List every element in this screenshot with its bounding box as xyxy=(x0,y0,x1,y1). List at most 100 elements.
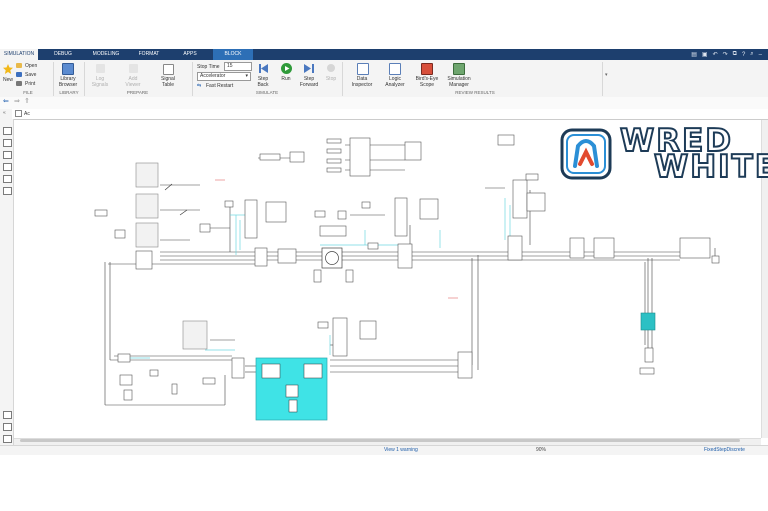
undo-icon[interactable]: ↶ xyxy=(712,52,718,58)
scope-block[interactable] xyxy=(265,201,287,223)
mux-block[interactable] xyxy=(349,137,371,177)
copy-icon[interactable]: ⧉ xyxy=(732,51,737,57)
subsystem-block[interactable] xyxy=(135,162,159,188)
scrollbar-thumb[interactable] xyxy=(20,439,740,442)
sensor-block[interactable] xyxy=(345,269,354,283)
search-icon[interactable]: ⌕ xyxy=(750,51,754,57)
bus-block[interactable] xyxy=(457,351,473,379)
zoom-icon[interactable] xyxy=(3,127,12,135)
constant-block[interactable] xyxy=(525,173,539,181)
run-button[interactable]: Run xyxy=(281,76,291,82)
subsystem-block[interactable] xyxy=(135,222,159,248)
transformer-block[interactable] xyxy=(569,237,585,259)
help-icon[interactable]: ? xyxy=(741,51,746,58)
breaker-block[interactable] xyxy=(593,237,615,259)
bus-block[interactable] xyxy=(254,247,268,267)
constant-block[interactable] xyxy=(202,377,216,385)
load-block[interactable] xyxy=(679,237,711,259)
display-block[interactable] xyxy=(497,134,515,146)
display-block[interactable] xyxy=(289,151,305,163)
warning-link[interactable]: View 1 warning xyxy=(384,447,418,453)
property-icon[interactable] xyxy=(3,423,12,431)
print-button[interactable]: Print xyxy=(25,81,36,87)
forward-arrow-icon[interactable]: ⇒ xyxy=(14,98,20,105)
scope-block[interactable] xyxy=(419,198,439,220)
mux-block[interactable] xyxy=(332,317,348,357)
tab-modeling[interactable]: MODELING xyxy=(92,51,120,57)
machine-block[interactable] xyxy=(321,247,343,269)
save-button[interactable]: Save xyxy=(25,72,37,78)
back-arrow-icon[interactable]: ⇐ xyxy=(3,98,9,105)
inverter-bridge[interactable] xyxy=(261,363,281,379)
dc-source-block[interactable] xyxy=(123,389,133,401)
scope-block[interactable] xyxy=(359,320,377,340)
constant-block[interactable] xyxy=(114,229,126,239)
save-quick-icon[interactable]: ▣ xyxy=(701,52,708,58)
constant-block[interactable] xyxy=(117,353,131,363)
constant-block[interactable] xyxy=(259,153,281,161)
constant-block[interactable] xyxy=(361,201,371,209)
constant-block[interactable] xyxy=(317,321,329,329)
minimize-icon[interactable]: – xyxy=(758,51,762,58)
toolbar-icon[interactable]: ▤ xyxy=(691,52,697,58)
vertical-scrollbar[interactable] xyxy=(761,120,768,438)
bus-block[interactable] xyxy=(397,243,413,269)
constant-block[interactable] xyxy=(326,148,342,154)
up-arrow-icon[interactable]: ⇑ xyxy=(24,98,30,105)
open-button[interactable]: Open xyxy=(25,63,38,69)
ground-block[interactable] xyxy=(711,255,720,264)
stop-time-input[interactable]: 15 xyxy=(224,62,252,71)
scope-block[interactable] xyxy=(526,192,546,212)
mux-block[interactable] xyxy=(244,199,258,239)
constant-block[interactable] xyxy=(314,210,326,218)
new-button[interactable]: New xyxy=(3,77,14,83)
expand-palette-icon[interactable] xyxy=(3,435,12,443)
tab-block[interactable]: BLOCK xyxy=(213,49,253,60)
mux-block[interactable] xyxy=(512,179,528,219)
constant-block[interactable] xyxy=(94,209,108,217)
fit-view-icon[interactable] xyxy=(3,139,12,147)
solver-link[interactable]: FixedStepDiscrete xyxy=(704,447,745,453)
tab-apps[interactable]: APPS xyxy=(183,51,197,57)
dc-source-block[interactable] xyxy=(119,374,133,386)
constant-block[interactable] xyxy=(326,138,342,144)
measurement-block[interactable] xyxy=(319,225,347,237)
ribbon-expand-icon[interactable]: ▾ xyxy=(605,72,608,78)
scope-block[interactable] xyxy=(404,141,422,161)
constant-block[interactable] xyxy=(326,167,342,173)
switch-block[interactable] xyxy=(199,223,211,233)
constant-block[interactable] xyxy=(367,242,379,250)
rlc-block[interactable] xyxy=(277,248,297,264)
redo-icon[interactable]: ↷ xyxy=(722,52,728,58)
inverter-block[interactable] xyxy=(231,357,245,379)
area-icon[interactable] xyxy=(3,187,12,195)
sensor-block[interactable] xyxy=(313,269,322,283)
subsystem-block[interactable] xyxy=(182,320,208,350)
constant-block[interactable] xyxy=(326,158,342,164)
constant-block[interactable] xyxy=(224,200,234,208)
capacitor[interactable] xyxy=(288,399,298,413)
annotation-icon[interactable] xyxy=(3,163,12,171)
stop-button[interactable]: Stop xyxy=(325,76,337,82)
inverter-bridge[interactable] xyxy=(303,363,323,379)
inverter-block[interactable] xyxy=(135,250,153,270)
meter-block[interactable] xyxy=(644,347,654,363)
tab-debug[interactable]: DEBUG xyxy=(54,51,72,57)
constant-block[interactable] xyxy=(149,369,159,377)
camera-icon[interactable] xyxy=(3,411,12,419)
tab-simulation[interactable]: SIMULATION xyxy=(0,49,38,60)
bus-block[interactable] xyxy=(507,235,523,261)
tab-format[interactable]: FORMAT xyxy=(138,51,160,57)
simulation-mode-select[interactable]: Accelerator▾ xyxy=(197,72,251,81)
dc-link[interactable] xyxy=(285,384,299,398)
